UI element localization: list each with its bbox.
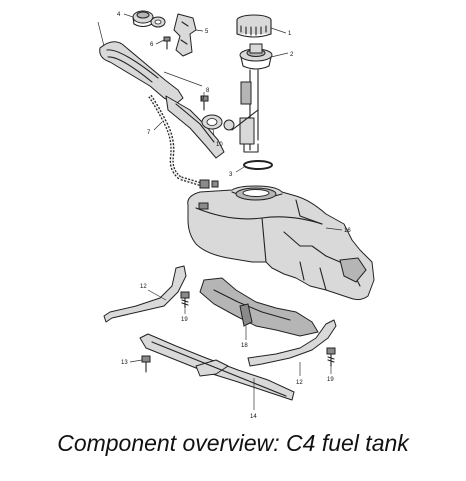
callout-19-left: 19 xyxy=(181,317,188,323)
heat-shield xyxy=(199,277,319,337)
vent-hose xyxy=(148,94,219,189)
bolt-19-left xyxy=(180,291,190,309)
callout-12-left: 12 xyxy=(140,284,147,290)
bolt-19-right xyxy=(326,347,336,367)
callout-9: 9 xyxy=(201,96,205,102)
fuel-pump-assembly xyxy=(223,69,259,153)
callout-12-right: 12 xyxy=(296,380,303,386)
bolt-9 xyxy=(200,95,209,111)
fuel-cap xyxy=(236,14,272,38)
filler-neck-tube xyxy=(99,41,225,159)
callout-6: 6 xyxy=(150,42,154,48)
callout-4: 4 xyxy=(117,12,121,18)
grommet xyxy=(201,114,223,130)
filler-neck-bracket xyxy=(173,13,197,57)
tank-strap-right xyxy=(247,319,337,367)
fuel-tank-exploded-diagram: 1 2 3 4 5 6 7 8 9 10 16 12 19 18 12 13 1… xyxy=(97,10,375,420)
filler-cap xyxy=(132,10,154,28)
callout-3: 3 xyxy=(229,172,233,178)
retaining-ring xyxy=(150,16,166,28)
callout-2: 2 xyxy=(290,52,294,58)
callout-13: 13 xyxy=(121,360,128,366)
seal-ring xyxy=(243,160,273,170)
figure-caption: Component overview: C4 fuel tank xyxy=(57,430,409,456)
callout-5: 5 xyxy=(205,29,209,35)
callout-1: 1 xyxy=(288,31,292,37)
callout-19-right: 19 xyxy=(327,377,334,383)
callout-labels: 1 2 3 4 5 6 7 8 9 10 16 12 19 18 12 13 1… xyxy=(117,12,351,420)
screw-6 xyxy=(163,36,171,50)
leader-lines xyxy=(97,13,343,410)
cross-member xyxy=(139,333,295,401)
tank-strap-left xyxy=(103,265,187,323)
fuel-tank xyxy=(187,185,375,301)
callout-7: 7 xyxy=(147,130,151,136)
pump-flange xyxy=(239,43,273,70)
callout-16: 16 xyxy=(344,228,351,234)
callout-8: 8 xyxy=(206,88,210,94)
callout-14: 14 xyxy=(250,414,257,420)
callout-18: 18 xyxy=(241,343,248,349)
bolt-13 xyxy=(141,355,151,373)
callout-10: 10 xyxy=(216,142,223,148)
